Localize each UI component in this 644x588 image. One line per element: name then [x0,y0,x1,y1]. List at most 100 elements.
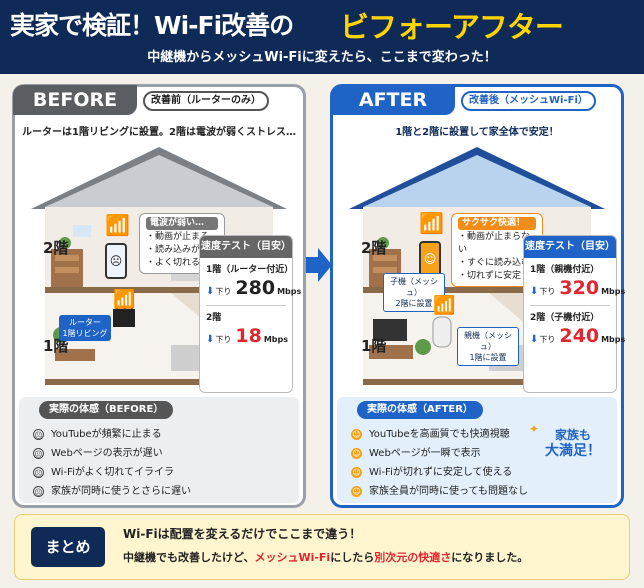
summary-line1: Wi-Fiは配置を変えるだけでここまで違う！ [123,527,362,541]
smile-face-icon: ☺ [351,467,362,478]
experience-text: 家族が同時に使うとさらに遅い [51,486,191,497]
before-bubble-item: ・よく切れる [146,258,201,268]
arrow-right-icon [306,248,332,282]
summary-highlight: 別次元の快適さ [374,551,452,564]
summary-box: まとめ Wi-Fiは配置を変えるだけでここまで違う！ 中継機でも改善したけど、メ… [14,514,630,580]
speed-row: ⬇ 下り 280 Mbps [200,275,301,301]
after-bubble-item: ・動画が止まらない [458,232,531,255]
speed-unit: Mbps [277,287,302,296]
before-speed-test: 速度テスト（目安） 1階（ルーター付近） ⬇ 下り 280 Mbps 2階 ⬇ … [199,235,301,393]
parent-node-label: 親機（メッシュ） 1階に設置 [457,327,519,366]
weak-wifi-icon: 📶 [105,213,130,237]
experience-text: Wi-Fiがよく切れてイライラ [51,467,175,478]
after-bubble-item: ・切れずに安定 [458,271,522,281]
speed-unit: Mbps [601,287,626,296]
down-arrow-icon: ⬇ [530,334,539,345]
speed-row-label: 2階 [206,313,222,323]
speed-unit: Mbps [601,335,626,344]
page-title: 実家で検証！Wi-Fi改善の [10,11,294,40]
list-item: ☹ 家族が同時に使うとさらに遅い [33,482,191,501]
speed-value: 240 [559,325,600,347]
speed-direction: 下り [539,335,556,344]
list-item: ☹YouTubeが頻繁に止まる [33,425,191,444]
divider [206,305,286,306]
speed-value: 18 [235,325,262,347]
sad-face-icon: ☹ [33,486,44,497]
after-bubble-item: ・すぐに読み込む [458,258,531,268]
smile-face-icon: ☺ [351,486,362,497]
list-item: ☹ Wi-Fiがよく切れてイライラ [33,463,191,482]
speed-value: 280 [235,277,276,299]
down-arrow-icon: ⬇ [530,286,539,297]
after-experience-title: 実際の体感（AFTER） [357,401,483,419]
mesh-wifi-icon: 📶 [433,295,456,316]
experience-text: YouTubeを高画質でも快適視聴 [369,429,510,440]
down-arrow-icon: ⬇ [206,334,215,345]
after-floor1-label: 1階 [361,337,387,355]
sparkle-icon: ✦ [529,422,540,436]
parent-label-line: 1階に設置 [469,353,507,362]
family-satisfied-callout: ✦ 家族も 大満足！ [529,422,603,459]
child-label-line: 2階に設置 [395,299,433,308]
summary-text: にしたら [330,551,375,564]
summary-text: 中継機でも改善したけど、 [123,551,255,564]
experience-text: 家族全員が同時に使っても問題なし [369,486,528,497]
router-label-line: 1階リビング [62,329,108,338]
list-item: ☺ YouTubeを高画質でも快適視聴 [351,425,528,444]
after-floor2-label: 2階 [361,239,387,257]
before-experience-title: 実際の体感（BEFORE） [39,401,174,419]
speed-unit: Mbps [263,335,289,344]
before-experience-box: 実際の体感（BEFORE） ☹YouTubeが頻繁に止まる ☹Webページの表示… [19,397,299,503]
before-panel: BEFORE 改善前（ルーターのみ） ルーターは1階リビングに設置。2階は電波が… [12,84,306,508]
before-subtag: 改善前（ルーターのみ） [143,91,269,111]
speed-row-label: 2階（子機付近） [530,313,600,323]
after-description: 1階と2階に設置して家全体で安定！ [395,127,559,138]
after-panel: AFTER 改善後（メッシュWi-Fi） 1階と2階に設置して家全体で安定！ 2… [330,84,625,508]
sad-face-icon: ☹ [33,467,44,478]
before-speed-title: 速度テスト（目安） [200,236,292,258]
speed-direction: 下り [215,335,232,344]
child-label-line: 子機（メッシュ） [390,277,438,297]
page-subtitle: 中継機からメッシュWi-Fiに変えたら、ここまで変わった！ [147,50,497,65]
before-tag: BEFORE [13,85,137,115]
speed-direction: 下り [539,287,556,296]
speed-value: 320 [559,277,600,299]
list-item: ☺ Webページが一瞬で表示 [351,444,528,463]
list-item: ☺ Wi-Fiが切れずに安定して使える [351,463,528,482]
experience-text: Webページが一瞬で表示 [369,448,481,459]
summary-tag: まとめ [31,527,105,567]
smile-face-icon: ☺ [351,429,362,440]
phone-sad-icon: ☹ [105,243,127,279]
header-banner: 実家で検証！Wi-Fi改善の ビフォーアフター 中継機からメッシュWi-Fiに変… [0,0,644,74]
child-node-label: 子機（メッシュ） 2階に設置 [383,273,445,312]
router-label: ルーター 1階リビング [59,315,111,341]
before-bubble-item: ・読み込みが遅い [146,245,219,255]
sad-face-icon: ☹ [33,448,44,459]
down-arrow-icon: ⬇ [206,286,215,297]
speed-direction: 下り [215,287,232,296]
summary-text: になりました。 [451,551,529,564]
speed-row-label: 1階（ルーター付近） [206,265,294,275]
after-speed-title: 速度テスト（目安） [524,236,616,258]
divider [530,305,610,306]
router-wifi-icon: 📶 [113,289,136,310]
list-item: ☺ 家族全員が同時に使っても問題なし [351,482,528,501]
after-bubble-title: サクサク快適！ [458,217,536,230]
strong-wifi-icon: 📶 [419,211,444,235]
after-subtag: 改善後（メッシュWi-Fi） [461,91,596,111]
experience-text: YouTubeが頻繁に止まる [51,429,162,440]
before-floor1-label: 1階 [43,337,69,355]
experience-text: Wi-Fiが切れずに安定して使える [369,467,513,478]
router-label-line: ルーター [69,318,101,327]
after-tag: AFTER [331,85,455,115]
before-description: ルーターは1階リビングに設置。2階は電波が弱くストレス… [22,127,296,138]
after-speed-test: 速度テスト（目安） 1階（親機付近） ⬇ 下り 320 Mbps 2階（子機付近… [523,235,625,393]
speed-row: ⬇ 下り 18 Mbps [200,323,292,349]
before-bubble-title: 電波が弱い… [146,217,218,230]
before-bubble-item: ・動画が止まる [146,232,210,242]
speed-row-label: 1階（親機付近） [530,265,600,275]
speed-row: ⬇ 下り 320 Mbps [524,275,625,301]
summary-line2: 中継機でも改善したけど、メッシュWi-Fiにしたら別次元の快適さになりました。 [123,549,528,565]
list-item: ☹Webページの表示が遅い [33,444,191,463]
smile-face-icon: ☺ [351,448,362,459]
